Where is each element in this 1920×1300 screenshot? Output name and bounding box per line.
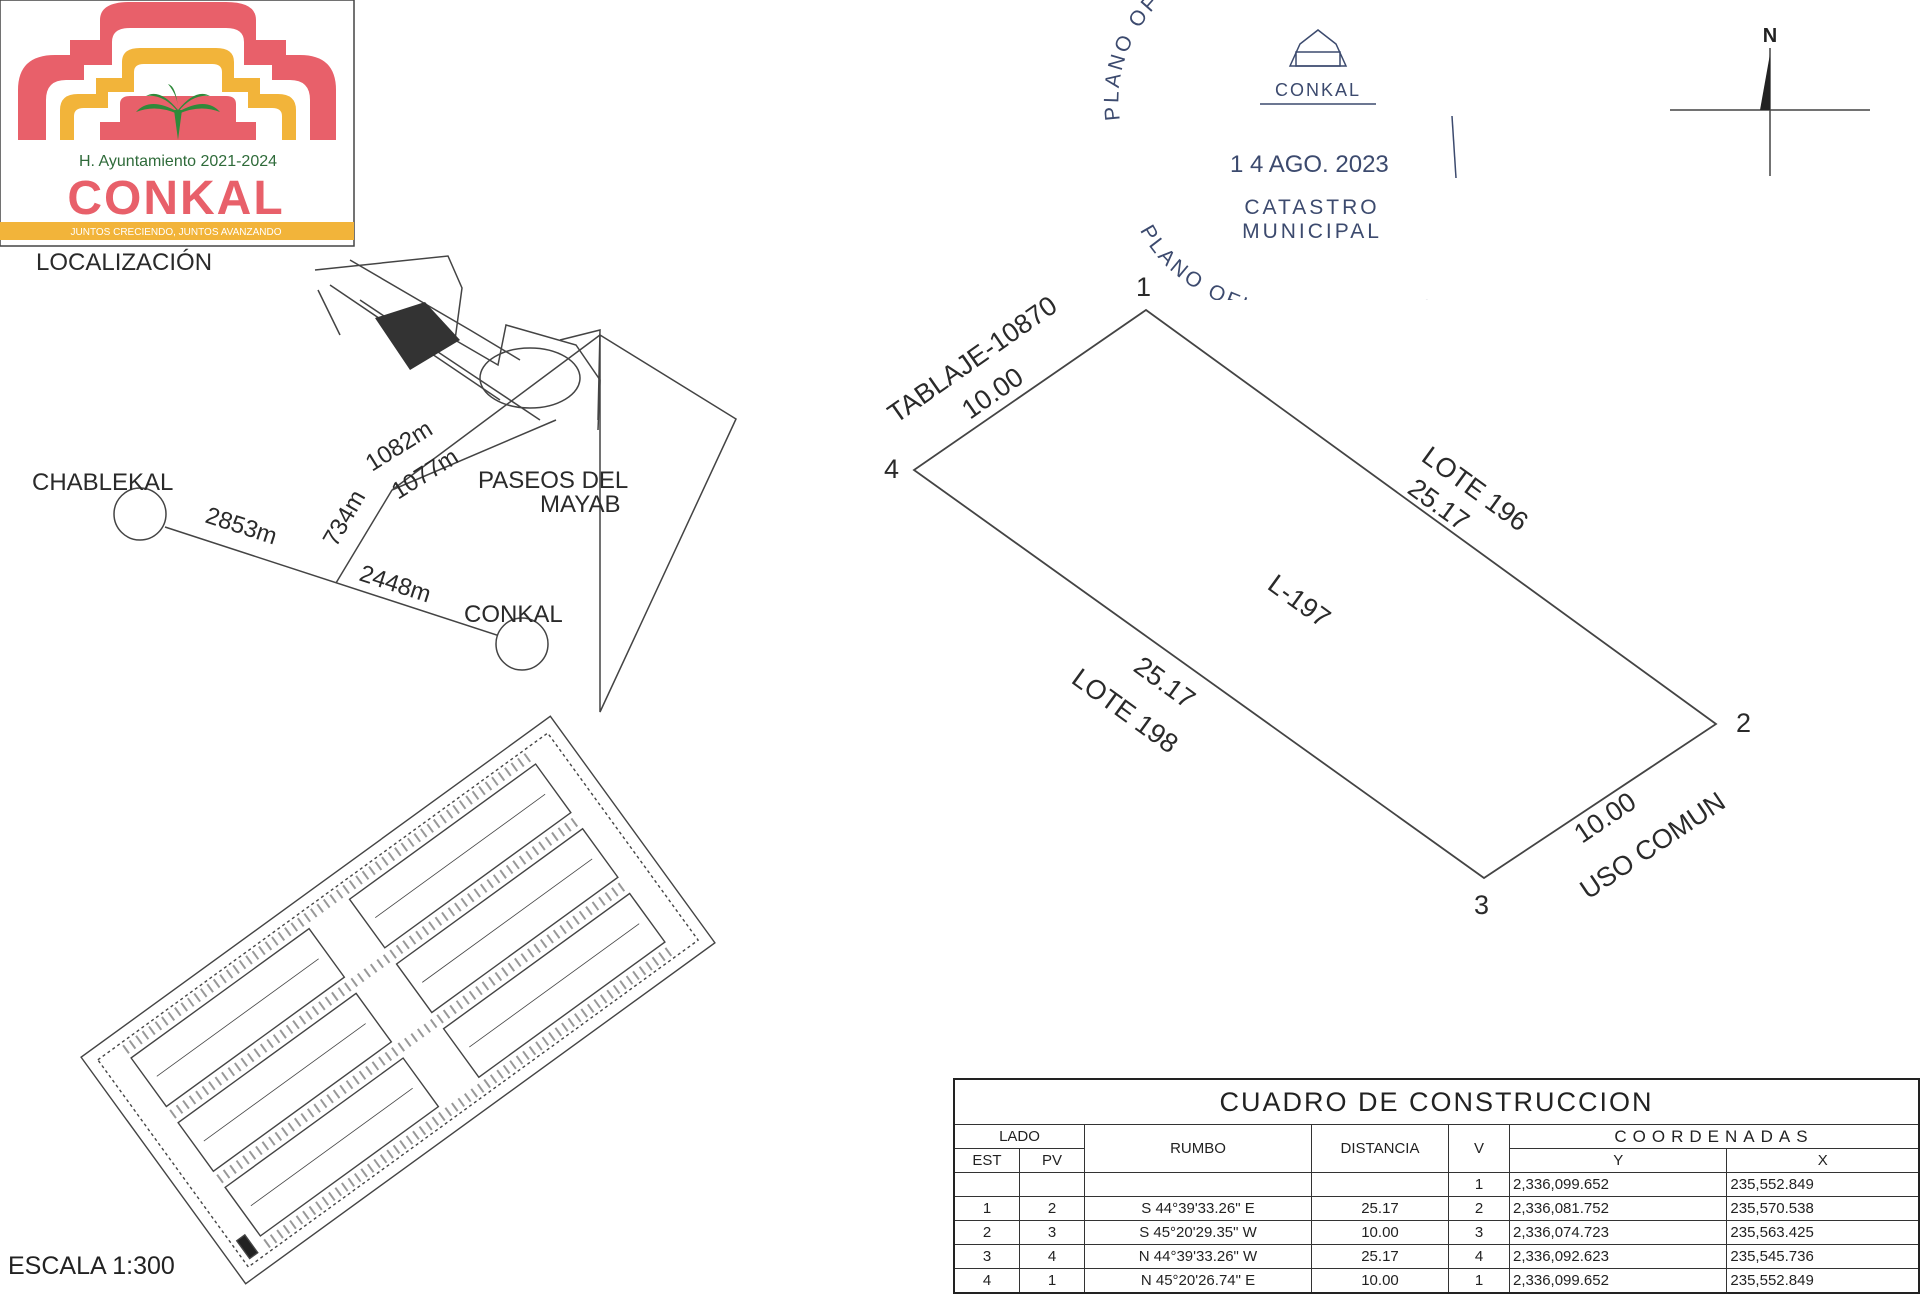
cell-v: 1 [1448, 1268, 1510, 1294]
chablekal-label: CHABLEKAL [32, 469, 173, 496]
plot-drawing: 1 2 3 4 L-197 TABLAJE-10870 10.00 LOTE 1… [882, 272, 1751, 920]
validation-stamp: PLANO OFICIAL VALIDADO CONKAL 1 4 AGO. 2… [1100, 0, 1457, 300]
header-rumbo: RUMBO [1084, 1124, 1312, 1173]
cell-x: 235,563.425 [1726, 1220, 1920, 1245]
cell-y: 2,336,092.623 [1508, 1244, 1728, 1269]
logo-slogan-text: JUNTOS CRECIENDO, JUNTOS AVANZANDO [71, 227, 282, 238]
north-label: N [1763, 25, 1777, 47]
cell-y: 2,336,099.652 [1508, 1268, 1728, 1294]
cell-dist: 10.00 [1311, 1220, 1449, 1245]
cell-est: 2 [953, 1220, 1020, 1245]
vertex-4: 4 [884, 454, 899, 484]
header-pv: PV [1019, 1148, 1085, 1173]
bottom-side-length: 10.00 [1569, 786, 1642, 849]
scale-label: ESCALA 1:300 [8, 1252, 175, 1280]
cell-x: 235,552.849 [1726, 1268, 1920, 1294]
cell-y: 2,336,074.723 [1508, 1220, 1728, 1245]
table-title: CUADRO DE CONSTRUCCION [953, 1078, 1920, 1125]
vertex-3: 3 [1474, 890, 1489, 920]
paseos-label-1: PASEOS DEL [478, 467, 628, 494]
paseos-outline [314, 255, 601, 431]
logo-name-text: CONKAL [67, 172, 284, 225]
cell-pv: 4 [1019, 1244, 1085, 1269]
header-lado: LADO [953, 1124, 1085, 1149]
cell-pv: 3 [1019, 1220, 1085, 1245]
paseos-label-2: MAYAB [540, 491, 620, 518]
cell-v: 4 [1448, 1244, 1510, 1269]
cell-rumbo: N 44°39'33.26" W [1084, 1244, 1312, 1269]
lot-highlight-marker [375, 302, 460, 370]
conkal-marker [495, 617, 549, 671]
location-triangle [599, 333, 737, 713]
conkal-label: CONKAL [464, 601, 563, 628]
cell-est [953, 1172, 1020, 1197]
header-est: EST [953, 1148, 1020, 1173]
header-x: X [1726, 1148, 1920, 1173]
cell-v: 1 [1448, 1172, 1510, 1197]
cell-rumbo [1084, 1172, 1312, 1197]
distance-734: 734m [318, 485, 371, 551]
header-y: Y [1508, 1148, 1728, 1173]
cell-pv: 1 [1019, 1268, 1085, 1294]
location-title: LOCALIZACIÓN [36, 249, 212, 276]
stamp-emblem: CONKAL [1275, 80, 1361, 100]
conkal-logo: H. Ayuntamiento 2021-2024 CONKAL JUNTOS … [0, 0, 355, 247]
construction-table: CUADRO DE CONSTRUCCION LADO RUMBO DISTAN… [953, 1078, 1920, 1294]
subdivision-plan [80, 715, 716, 1285]
cell-pv [1019, 1172, 1085, 1197]
vertex-2: 2 [1736, 708, 1751, 738]
location-map: LOCALIZACIÓN CHABLEKAL CONKAL PASEOS DEL… [32, 249, 737, 1285]
cell-rumbo: N 45°20'26.74" E [1084, 1268, 1312, 1294]
stamp-line-catastro: CATASTRO [1244, 196, 1379, 219]
cell-y: 2,336,081.752 [1508, 1196, 1728, 1221]
stamp-line-municipal: MUNICIPAL [1242, 220, 1382, 243]
logo-council-text: H. Ayuntamiento 2021-2024 [79, 153, 277, 170]
distance-2448: 2448m [356, 560, 434, 608]
cell-dist [1311, 1172, 1449, 1197]
cell-est: 1 [953, 1196, 1020, 1221]
cell-dist: 25.17 [1311, 1244, 1449, 1269]
cell-rumbo: S 45°20'29.35" W [1084, 1220, 1312, 1245]
cell-x: 235,570.538 [1726, 1196, 1920, 1221]
cell-est: 3 [953, 1244, 1020, 1269]
cell-y: 2,336,099.652 [1508, 1172, 1728, 1197]
plot-polygon [912, 308, 1718, 880]
stamp-date: 1 4 AGO. 2023 [1230, 151, 1389, 178]
header-coordenadas: COORDENADAS [1509, 1124, 1920, 1149]
cell-v: 2 [1448, 1196, 1510, 1221]
cell-dist: 10.00 [1311, 1268, 1449, 1294]
cell-x: 235,545.736 [1726, 1244, 1920, 1269]
chablekal-marker [113, 487, 167, 541]
cell-v: 3 [1448, 1220, 1510, 1245]
cell-pv: 2 [1019, 1196, 1085, 1221]
north-arrow: N [1670, 25, 1870, 176]
cell-rumbo: S 44°39'33.26" E [1084, 1196, 1312, 1221]
header-v: V [1448, 1124, 1510, 1173]
cell-dist: 25.17 [1311, 1196, 1449, 1221]
cell-x: 235,552.849 [1726, 1172, 1920, 1197]
header-distancia: DISTANCIA [1311, 1124, 1449, 1173]
roads [164, 334, 601, 641]
vertex-1: 1 [1136, 272, 1151, 302]
cell-est: 4 [953, 1268, 1020, 1294]
plot-name: L-197 [1262, 569, 1336, 634]
